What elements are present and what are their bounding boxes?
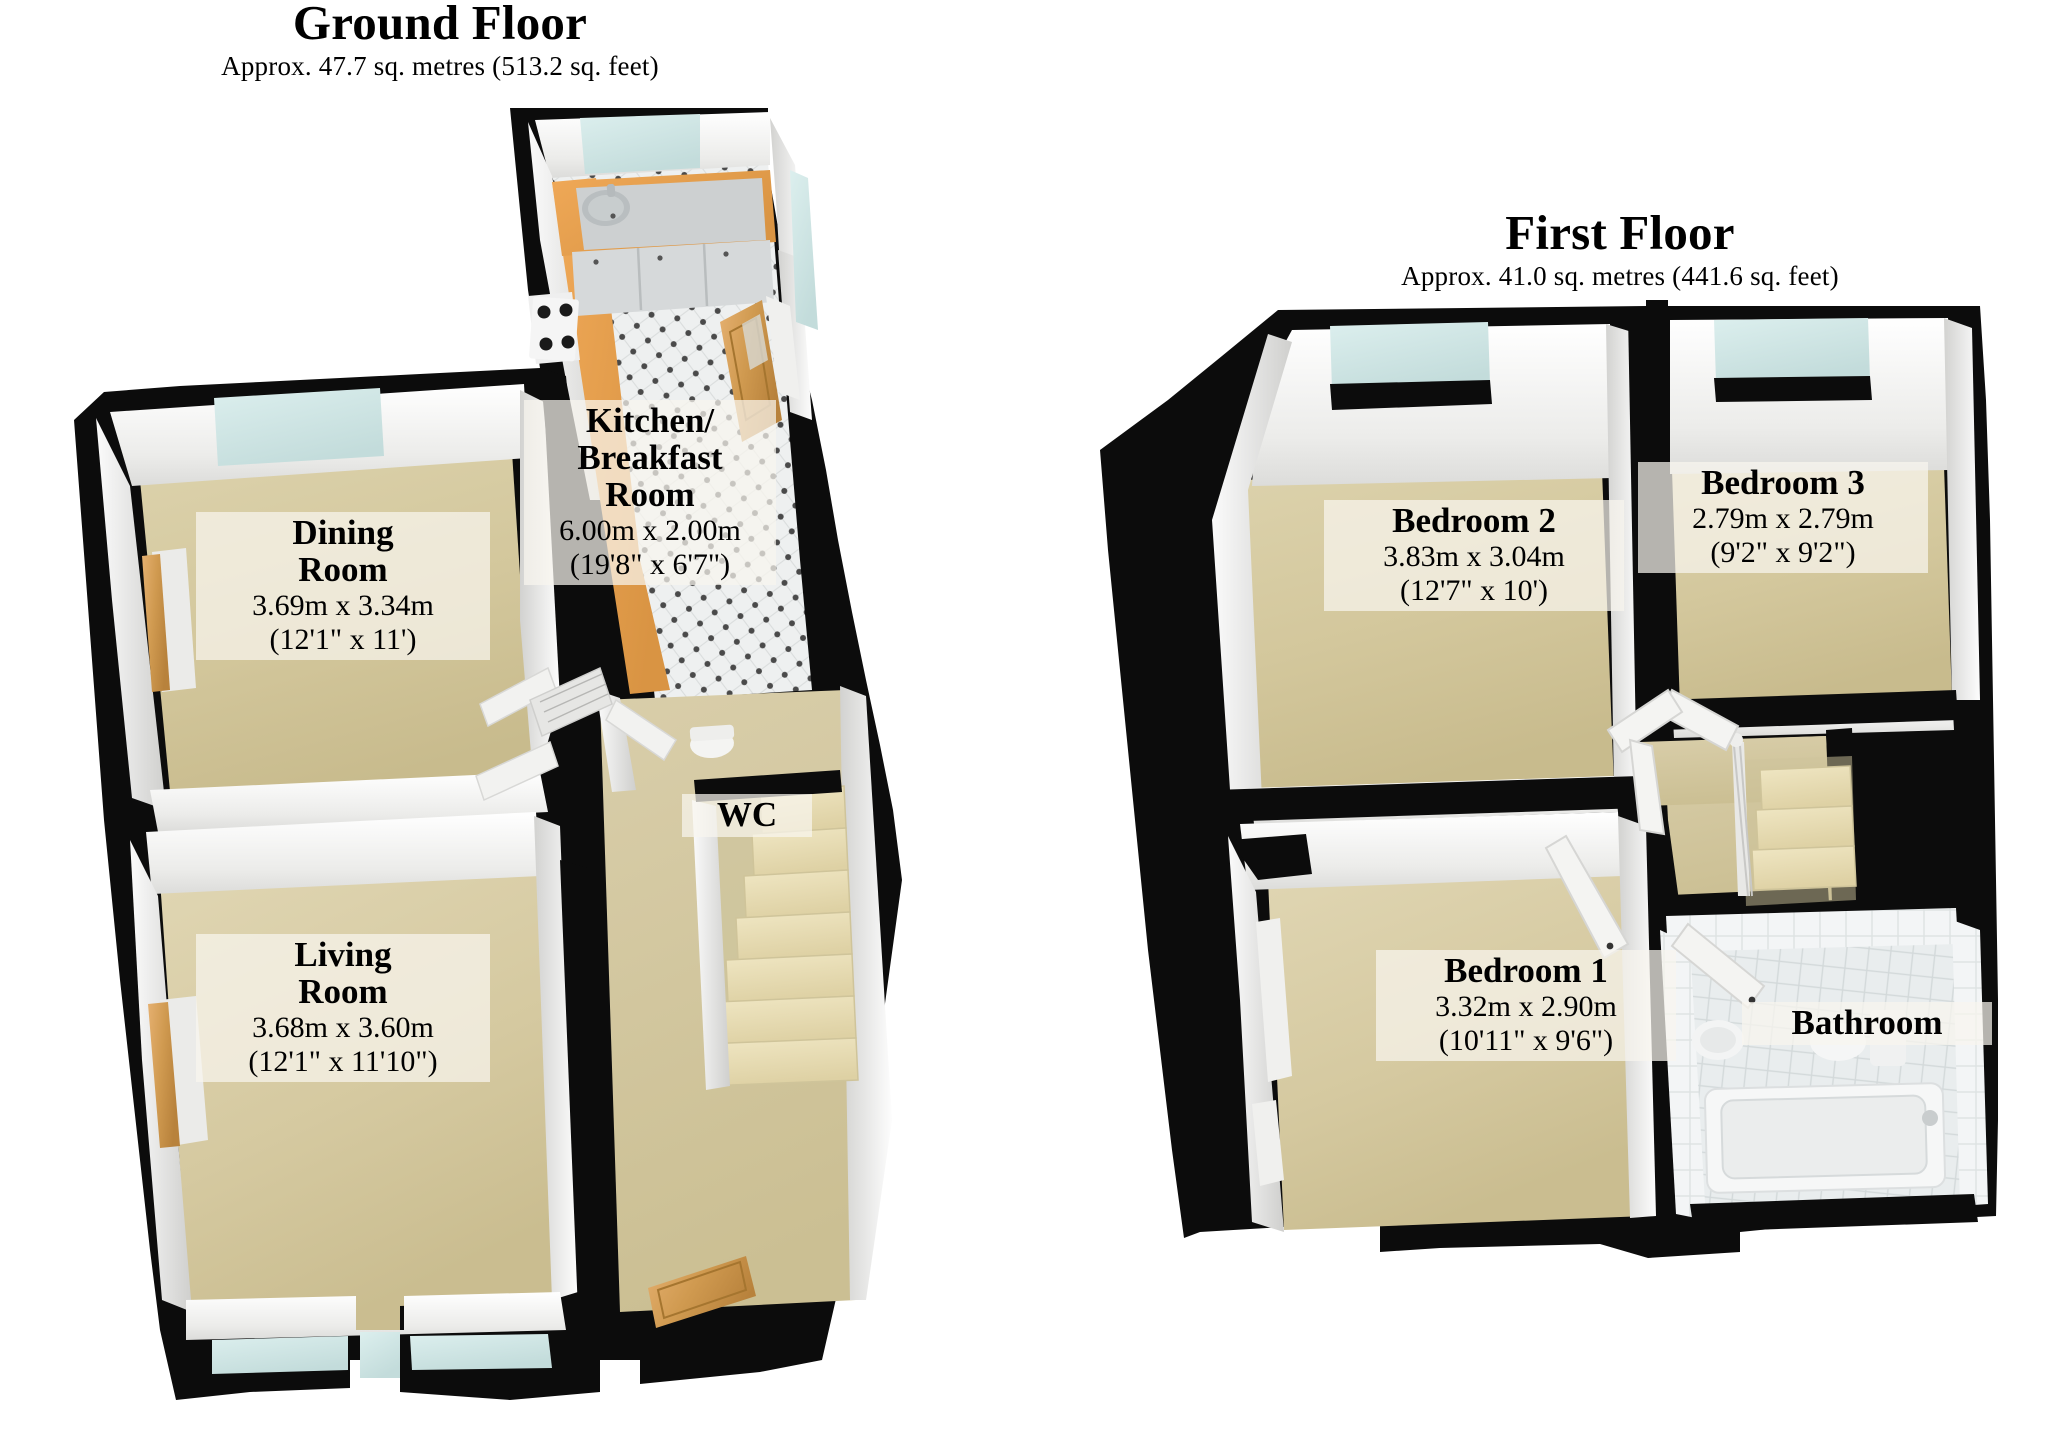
wc-label: WC: [682, 794, 812, 838]
staircase-ground: [692, 770, 859, 1090]
bedroom-1-top-wall: [1240, 812, 1622, 890]
bathroom-door-handle: [1748, 996, 1756, 1004]
bathroom-label: Bathroom: [1742, 1002, 1992, 1046]
living-top-wall: [146, 812, 540, 894]
dining-room-name-2: Room: [298, 550, 388, 590]
bedroom-3-name: Bedroom 3: [1701, 463, 1865, 502]
ground-floor-title-block: Ground Floor Approx. 47.7 sq. metres (51…: [0, 0, 880, 84]
landing-door-left: [1628, 738, 1666, 836]
bedroom2-1-divider: [1214, 776, 1642, 822]
ground-floor-plan: [74, 108, 902, 1400]
kitchen-hob-plate: [529, 296, 579, 362]
living-bay-wall: [186, 1292, 566, 1340]
bedroom-3-right-wall: [1944, 318, 1980, 700]
front-door-panel: [656, 1260, 748, 1320]
kitchen-name-2: Breakfast: [577, 438, 723, 478]
bedroom-1-label: Bedroom 1 3.32m x 2.90m (10'11" x 9'6"): [1376, 950, 1676, 1061]
bathtub: [1703, 1082, 1947, 1194]
bedroom-3-window: [1714, 318, 1870, 382]
meter-panel: [529, 666, 613, 738]
bedroom-1-imperial: (10'11" x 9'6"): [1438, 1023, 1614, 1057]
ground-floor-title: Ground Floor: [292, 0, 588, 50]
kitchen-label: Kitchen/ Breakfast Room 6.00m x 2.00m (1…: [524, 400, 776, 585]
living-right-wall: [534, 816, 578, 1300]
hall-door-2: [605, 698, 678, 762]
living-bay-window-center: [360, 1332, 400, 1378]
bedroom-2-name: Bedroom 2: [1392, 501, 1556, 540]
kitchen-right-inner-wall: [778, 250, 812, 420]
bedroom-1-radiator-2: [1252, 1100, 1284, 1186]
bedroom-3-metric: 2.79m x 2.79m: [1692, 502, 1874, 536]
living-bay-window-glass: [212, 1336, 348, 1374]
dining-room-label: Dining Room 3.69m x 3.34m (12'1" x 11'): [196, 512, 490, 660]
staircase-first: [1729, 733, 1857, 906]
bathroom-sink: [1692, 1020, 1744, 1060]
bathroom-top-wall: [1666, 908, 1958, 952]
bedroom-3-imperial: (9'2" x 9'2"): [1710, 535, 1856, 569]
bedroom-3-label: Bedroom 3 2.79m x 2.79m (9'2" x 9'2"): [1638, 462, 1928, 573]
living-room-name: Living: [294, 935, 392, 974]
living-room-name-2: Room: [298, 972, 388, 1012]
bathroom-right-wall: [1952, 920, 1988, 1206]
bedroom-3-window-reveal: [1714, 376, 1872, 402]
dining-room-name: Dining: [292, 513, 394, 552]
kitchen-metric: 6.00m x 2.00m: [559, 514, 741, 548]
dining-room-metric: 3.69m x 3.34m: [252, 589, 434, 623]
kitchen-cabinet-knob-2: [657, 255, 663, 261]
dining-left-wall: [96, 418, 166, 810]
dining-window: [214, 388, 384, 466]
bedroom-1-radiator: [1256, 918, 1292, 1082]
living-room-metric: 3.68m x 3.60m: [252, 1011, 434, 1045]
kitchen-name-3: Room: [605, 475, 695, 515]
kitchen-base-cabinets: [572, 240, 774, 316]
bathroom-bottom-wall: [1690, 1194, 1978, 1232]
living-radiator-wood: [148, 1002, 180, 1148]
kitchen-door-glazing: [742, 314, 768, 370]
first-floor-area: Approx. 41.0 sq. metres (441.6 sq. feet): [1401, 260, 1839, 291]
bedroom-2-window-reveal: [1330, 380, 1492, 410]
wc-toilet: [689, 724, 735, 759]
dining-radiator-wood: [142, 554, 170, 692]
bedroom-2-imperial: (12'7" x 10'): [1399, 573, 1549, 607]
kitchen-cabinet-divider-1: [636, 247, 643, 311]
bathroom-name: Bathroom: [1791, 1003, 1943, 1042]
bedroom3-bottom-divider: [1660, 690, 1958, 730]
bedroom-1-metric: 3.32m x 2.90m: [1435, 990, 1617, 1024]
kitchen-cabinet-knob-1: [593, 259, 599, 265]
ground-floor-area: Approx. 47.7 sq. metres (513.2 sq. feet): [221, 50, 659, 81]
front-door: [648, 1256, 756, 1328]
first-floor-title-block: First Floor Approx. 41.0 sq. metres (441…: [1180, 208, 2048, 294]
kitchen-hob-burners: [537, 303, 575, 351]
kitchen-name: Kitchen/: [585, 401, 715, 440]
living-door: [475, 740, 559, 802]
hallway-right-wall: [840, 686, 892, 1300]
meter-panel-grille: [539, 673, 609, 723]
bedroom-2-window: [1330, 322, 1490, 390]
understair-wall: [596, 690, 636, 792]
kitchen-tap: [606, 183, 616, 198]
kitchen-side-window: [790, 170, 818, 330]
bedroom-1-name: Bedroom 1: [1444, 951, 1608, 990]
kitchen-cabinet-knob-3: [723, 251, 729, 257]
first-floor-title: First Floor: [1505, 205, 1735, 260]
kitchen-cabinet-divider-2: [702, 243, 709, 307]
bedroom-2-door: [1606, 688, 1684, 754]
living-bay-window-glass-2: [410, 1334, 552, 1370]
bedroom-2-label: Bedroom 2 3.83m x 3.04m (12'7" x 10'): [1324, 500, 1624, 611]
bedroom-1-door-handle: [1606, 942, 1614, 950]
living-room-label: Living Room 3.68m x 3.60m (12'1" x 11'10…: [196, 934, 490, 1082]
living-room-imperial: (12'1" x 11'10"): [248, 1044, 438, 1078]
kitchen-door-frame: [766, 296, 800, 400]
kitchen-window: [580, 114, 700, 174]
kitchen-sink-drain: [610, 213, 616, 219]
wc-name: WC: [716, 795, 778, 834]
bedroom-2-left-wall: [1212, 334, 1292, 800]
living-hall-divider: [560, 860, 606, 1312]
kitchen-imperial: (19'8" x 6'7"): [569, 548, 731, 582]
first-floor-plan: [1100, 300, 1998, 1258]
dining-room-imperial: (12'1" x 11'): [269, 622, 417, 656]
bedroom-1-notch: [1230, 834, 1312, 880]
bedroom-2-metric: 3.83m x 3.04m: [1383, 540, 1565, 574]
